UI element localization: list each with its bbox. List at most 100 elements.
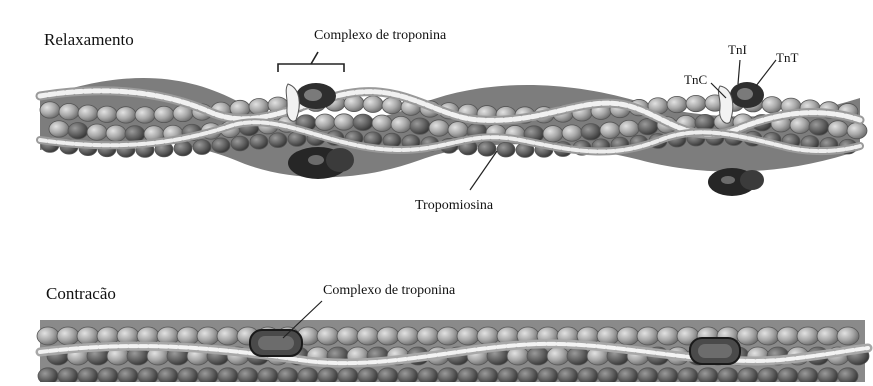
actin-bead: [363, 96, 383, 112]
actin-bead: [78, 105, 98, 121]
tropomyosin-label: Tropomiosina: [415, 198, 493, 214]
actin-bead: [578, 368, 598, 382]
actin-bead: [338, 368, 358, 382]
actin-bead: [197, 327, 219, 345]
actin-bead: [598, 368, 618, 382]
actin-bead: [258, 368, 278, 382]
actin-bead: [318, 368, 338, 382]
actin-bead: [59, 104, 79, 120]
actin-bead: [398, 368, 418, 382]
actin-bead: [218, 368, 238, 382]
actin-bead: [477, 327, 499, 345]
actin-bead: [231, 136, 249, 151]
actin-bead: [637, 327, 659, 345]
actin-bead: [217, 327, 239, 345]
actin-bead: [797, 327, 819, 345]
actin-bead: [372, 115, 392, 131]
actin-bead: [154, 106, 174, 122]
actin-bead: [518, 368, 538, 382]
actin-bead: [667, 96, 687, 112]
actin-bead: [581, 124, 601, 140]
contracted-troponin-label: Complexo de troponina: [323, 283, 455, 299]
actin-bead: [547, 347, 569, 365]
actin-bead: [377, 327, 399, 345]
actin-bead: [278, 368, 298, 382]
actin-bead: [38, 368, 58, 382]
actin-bead: [758, 368, 778, 382]
actin-bead: [106, 125, 126, 141]
actin-bead: [87, 124, 107, 140]
actin-bead: [777, 327, 799, 345]
actin-bead: [478, 141, 496, 156]
actin-bead: [437, 327, 459, 345]
troponin-complex-contracted-2-inner: [698, 344, 732, 358]
actin-bead: [562, 125, 582, 141]
actin-bead: [618, 368, 638, 382]
actin-bead: [40, 102, 60, 118]
actin-bead: [37, 327, 59, 345]
actin-bead: [298, 368, 318, 382]
actin-bead: [778, 368, 798, 382]
actin-bead: [97, 106, 117, 122]
actin-bead: [527, 347, 549, 365]
actin-bead: [838, 368, 858, 382]
actin-bead: [158, 368, 178, 382]
actin-bead: [686, 95, 706, 111]
actin-bead: [698, 368, 718, 382]
tropomyosin-leader: [470, 151, 497, 190]
actin-bead: [337, 327, 359, 345]
actin-bead: [619, 120, 639, 136]
actin-bead: [543, 126, 563, 142]
actin-bead: [657, 327, 679, 345]
actin-bead: [68, 123, 88, 139]
actin-bead: [497, 142, 515, 157]
actin-bead: [98, 368, 118, 382]
actin-bead: [695, 114, 715, 130]
actin-bead: [57, 327, 79, 345]
actin-bead: [77, 327, 99, 345]
troponin-bracket: [278, 52, 344, 72]
actin-bead: [738, 368, 758, 382]
actin-bead: [798, 368, 818, 382]
relaxed-troponin-label: Complexo de troponina: [314, 28, 446, 44]
actin-bead: [818, 368, 838, 382]
actin-bead: [358, 368, 378, 382]
actin-bead: [357, 327, 379, 345]
actin-bead: [178, 368, 198, 382]
actin-bead: [212, 138, 230, 153]
actin-bead: [315, 114, 335, 130]
actin-bead: [817, 327, 839, 345]
actin-bead: [78, 368, 98, 382]
actin-bead: [378, 368, 398, 382]
actin-bead: [737, 327, 759, 345]
contracted-filament: [37, 301, 869, 382]
actin-bead: [498, 368, 518, 382]
troponin-complex-contracted-1-inner: [258, 336, 294, 350]
actin-bead: [353, 114, 373, 130]
actin-bead: [478, 368, 498, 382]
actin-bead: [418, 368, 438, 382]
actin-bead: [58, 368, 78, 382]
actin-bead: [238, 368, 258, 382]
actin-bead: [837, 327, 859, 345]
actin-bead: [678, 368, 698, 382]
actin-bead: [410, 118, 430, 134]
actin-bead: [391, 116, 411, 132]
actin-bead: [125, 126, 145, 142]
actin-bead: [718, 368, 738, 382]
actin-bead: [458, 368, 478, 382]
actin-bead: [538, 368, 558, 382]
actin-bead: [334, 114, 354, 130]
actin-bead: [429, 120, 449, 136]
actin-bead: [762, 97, 782, 113]
actin-bead: [177, 327, 199, 345]
actin-bead: [638, 368, 658, 382]
actin-bead: [448, 122, 468, 138]
contracted-title: Contracão: [46, 284, 116, 304]
tni-leader: [738, 60, 740, 84]
tnt-leader: [756, 60, 776, 86]
actin-bead: [828, 121, 848, 137]
actin-bead: [658, 368, 678, 382]
actin-bead: [118, 368, 138, 382]
